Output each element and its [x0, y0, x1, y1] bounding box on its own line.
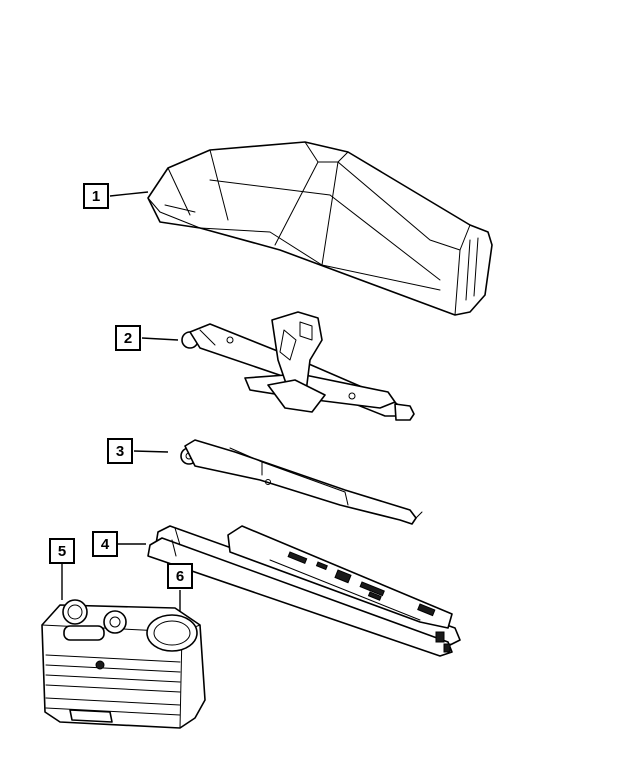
callout-5-label: 5	[58, 543, 66, 560]
leader-1	[109, 191, 149, 197]
part-2-scissor-jack[interactable]	[181, 311, 415, 421]
callout-2-label: 2	[124, 330, 132, 347]
part-4-tool-bars[interactable]	[147, 525, 461, 657]
callout-3: 3	[107, 438, 133, 464]
part-1-storage-bag[interactable]	[147, 141, 493, 316]
callout-6: 6	[167, 563, 193, 589]
callout-4-label: 4	[101, 536, 110, 553]
callout-4: 4	[92, 531, 118, 557]
part-6-sealant-canister[interactable]	[146, 614, 198, 652]
callout-1: 1	[83, 183, 109, 209]
callout-3-label: 3	[116, 443, 124, 460]
callout-2: 2	[115, 325, 141, 351]
leader-3	[133, 450, 169, 453]
part-3-jack-handle[interactable]	[180, 439, 423, 525]
callout-6-label: 6	[176, 568, 184, 585]
callout-5: 5	[49, 538, 75, 564]
leader-2	[141, 337, 179, 341]
callout-1-label: 1	[92, 188, 100, 205]
